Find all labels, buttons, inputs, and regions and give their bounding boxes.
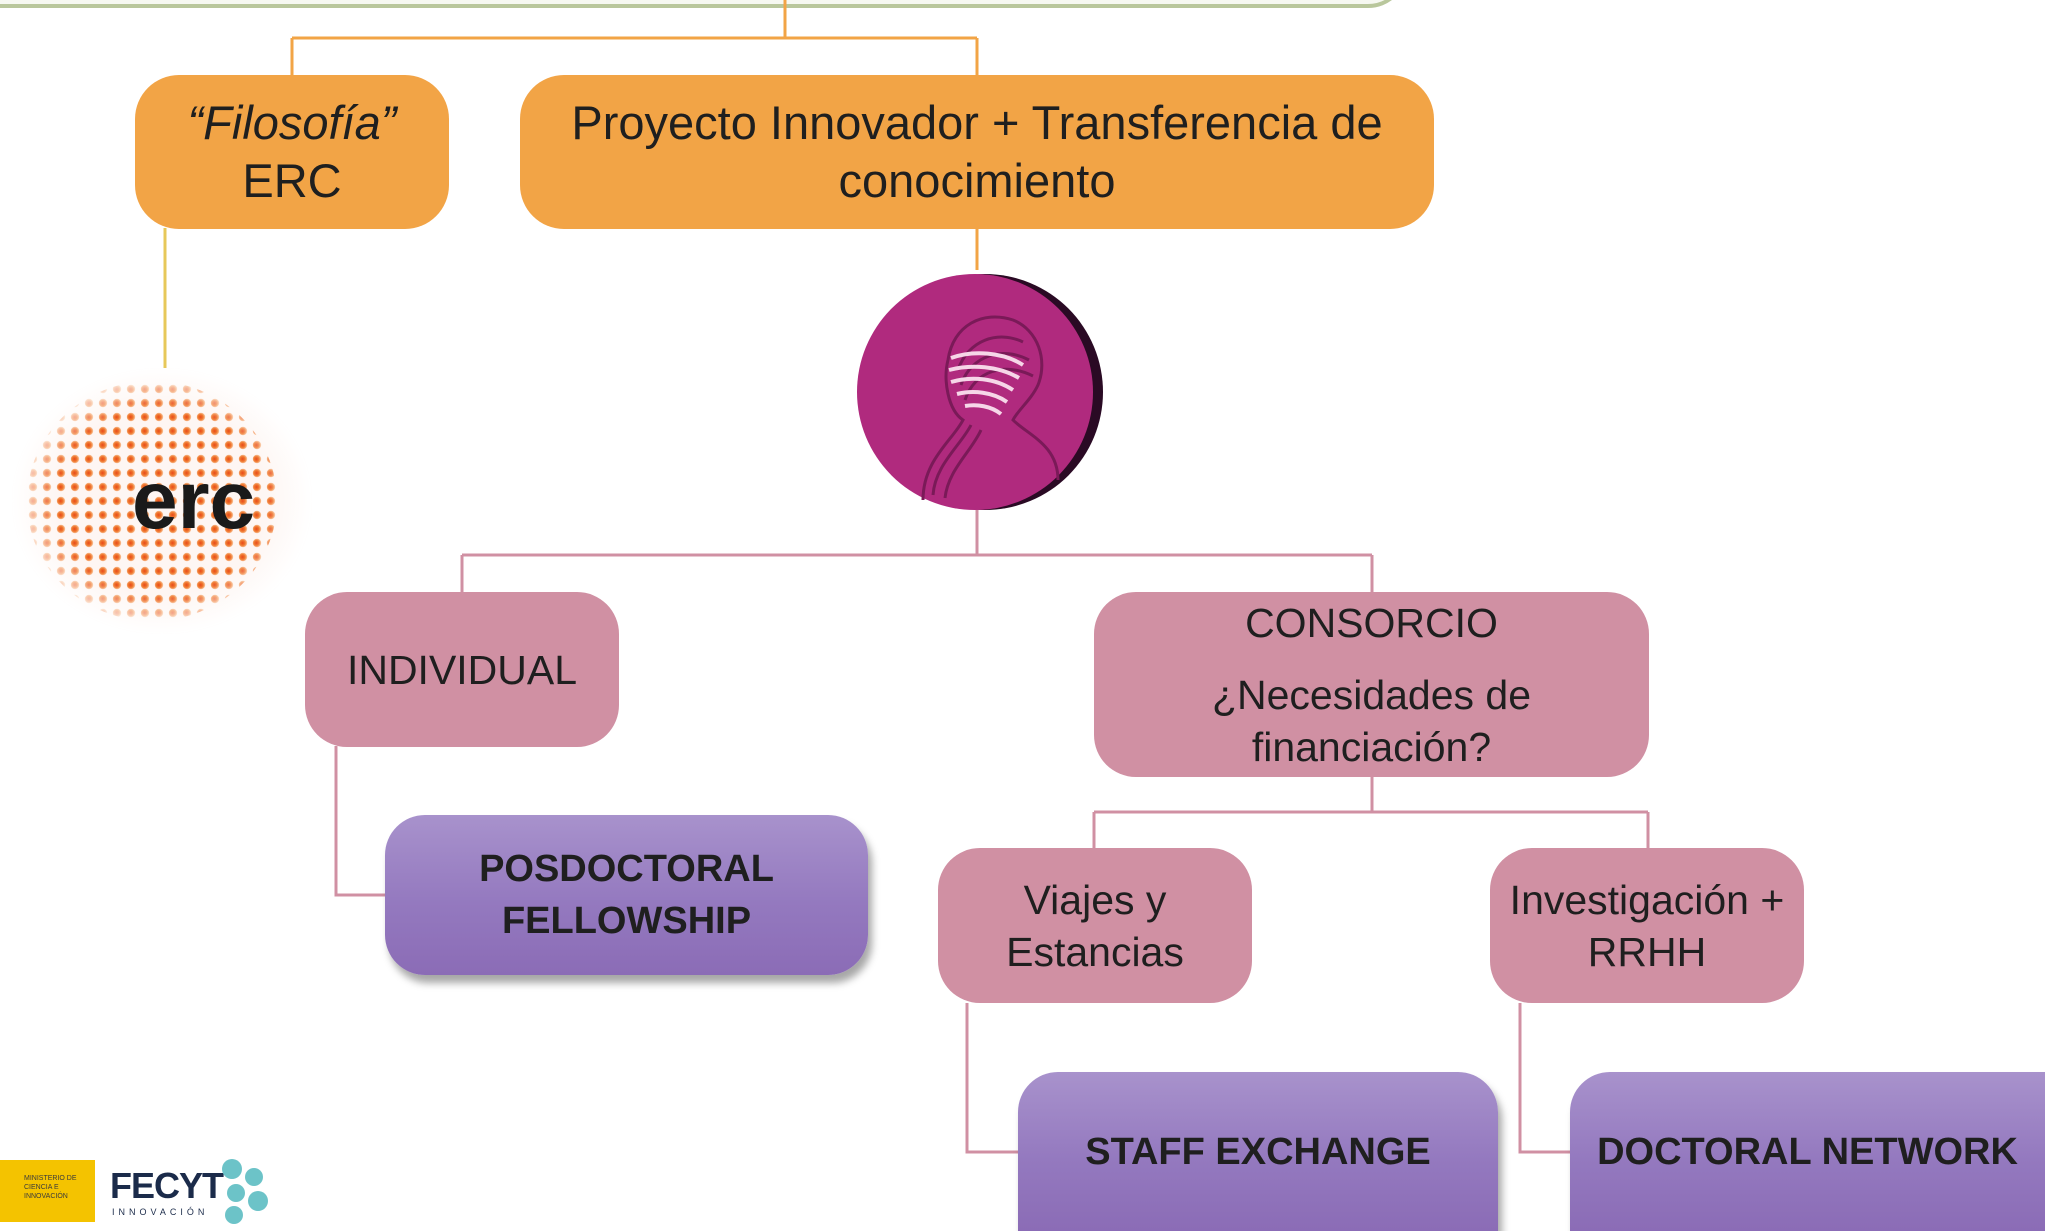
doctoral-network-label: DOCTORAL NETWORK	[1597, 1130, 2018, 1173]
doctoral-network-box: DOCTORAL NETWORK	[1570, 1072, 2045, 1231]
consorcio-box: CONSORCIO ¿Necesidades de financiación?	[1094, 592, 1649, 777]
funding-needs-line2: financiación?	[1251, 723, 1492, 770]
msca-portrait-logo	[853, 270, 1103, 514]
innovative-project-line2: conocimiento	[838, 154, 1116, 207]
fecyt-molecule-icon	[222, 1159, 268, 1224]
staff-exchange-label: STAFF EXCHANGE	[1085, 1130, 1431, 1173]
consorcio-label: CONSORCIO	[1245, 599, 1498, 646]
funding-needs-line1: ¿Necesidades de	[1211, 671, 1532, 718]
erc-logo: erc	[12, 368, 312, 634]
fecyt-logo-text: FECYT	[110, 1165, 224, 1206]
ministerio-logo-text: MINISTERIO DE CIENCIA E INNOVACIÓN	[24, 1175, 77, 1200]
fecyt-logo-subtext: INNOVACIÓN	[112, 1207, 209, 1217]
erc-philosophy-title: “Filosofía”	[187, 96, 397, 149]
erc-philosophy-box: “Filosofía” ERC	[135, 75, 449, 229]
innovative-project-box: Proyecto Innovador + Transferencia de co…	[520, 75, 1434, 229]
staff-exchange-box: STAFF EXCHANGE	[1018, 1072, 1498, 1231]
viajes-line1: Viajes y	[1023, 876, 1167, 923]
individual-box: INDIVIDUAL	[305, 592, 619, 747]
investigacion-line1: Investigación +	[1509, 876, 1785, 923]
individual-label: INDIVIDUAL	[346, 646, 578, 693]
investigacion-line2: RRHH	[1587, 928, 1707, 975]
viajes-estancias-box: Viajes y Estancias	[938, 848, 1252, 1003]
erc-philosophy-subtitle: ERC	[242, 154, 342, 207]
viajes-line2: Estancias	[1006, 928, 1184, 975]
erc-logo-text: erc	[132, 455, 255, 546]
innovative-project-line1: Proyecto Innovador + Transferencia de	[571, 96, 1383, 149]
posdoctoral-line2: FELLOWSHIP	[501, 900, 752, 942]
fecyt-logo: FECYT INNOVACIÓN	[110, 1155, 270, 1227]
ministerio-logo: MINISTERIO DE CIENCIA E INNOVACIÓN	[0, 1160, 95, 1222]
posdoctoral-fellowship-box: POSDOCTORAL FELLOWSHIP	[385, 815, 868, 975]
investigacion-rrhh-box: Investigación + RRHH	[1490, 848, 1804, 1003]
posdoctoral-line1: POSDOCTORAL	[479, 848, 774, 890]
